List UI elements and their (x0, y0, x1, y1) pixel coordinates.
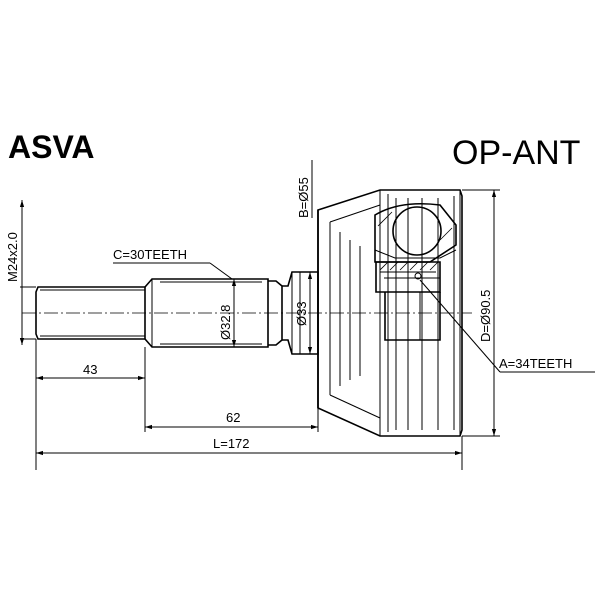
inner-race (374, 202, 457, 341)
dimension-diameter-32-8: Ø32.8 (218, 279, 237, 347)
ball-bearing (392, 206, 442, 256)
brand-logo-text: ASVA (8, 129, 95, 165)
label-length-total: L=172 (213, 436, 250, 451)
dimension-diameter-d: D=Ø90.5 (462, 189, 500, 437)
dimension-diameter-33: Ø33 (294, 272, 313, 354)
label-length-62: 62 (226, 410, 240, 425)
label-length-43: 43 (83, 362, 97, 377)
label-spline-a: A=34TEETH (499, 356, 572, 371)
dimension-length-43: 43 (35, 339, 146, 470)
dimension-spline-a: A=34TEETH (419, 279, 595, 373)
part-number: OP-ANT (452, 134, 580, 172)
dimension-diameter-b: B=Ø55 (296, 160, 313, 218)
outer-housing (317, 189, 463, 437)
label-diameter-32-8: Ø32.8 (218, 305, 233, 340)
label-diameter-33: Ø33 (294, 301, 309, 326)
dimension-length-62: 62 (145, 408, 319, 432)
label-diameter-d: D=Ø90.5 (478, 290, 493, 342)
label-diameter-b: B=Ø55 (296, 177, 311, 218)
dimension-length-total: L=172 (36, 436, 463, 470)
label-thread: M24x2.0 (5, 232, 20, 282)
dimension-thread: M24x2.0 (5, 200, 36, 345)
label-spline-c: C=30TEETH (113, 247, 187, 262)
shaft-body (144, 271, 319, 355)
dimension-spline-c: C=30TEETH (113, 247, 233, 280)
spline-marker (414, 272, 422, 280)
